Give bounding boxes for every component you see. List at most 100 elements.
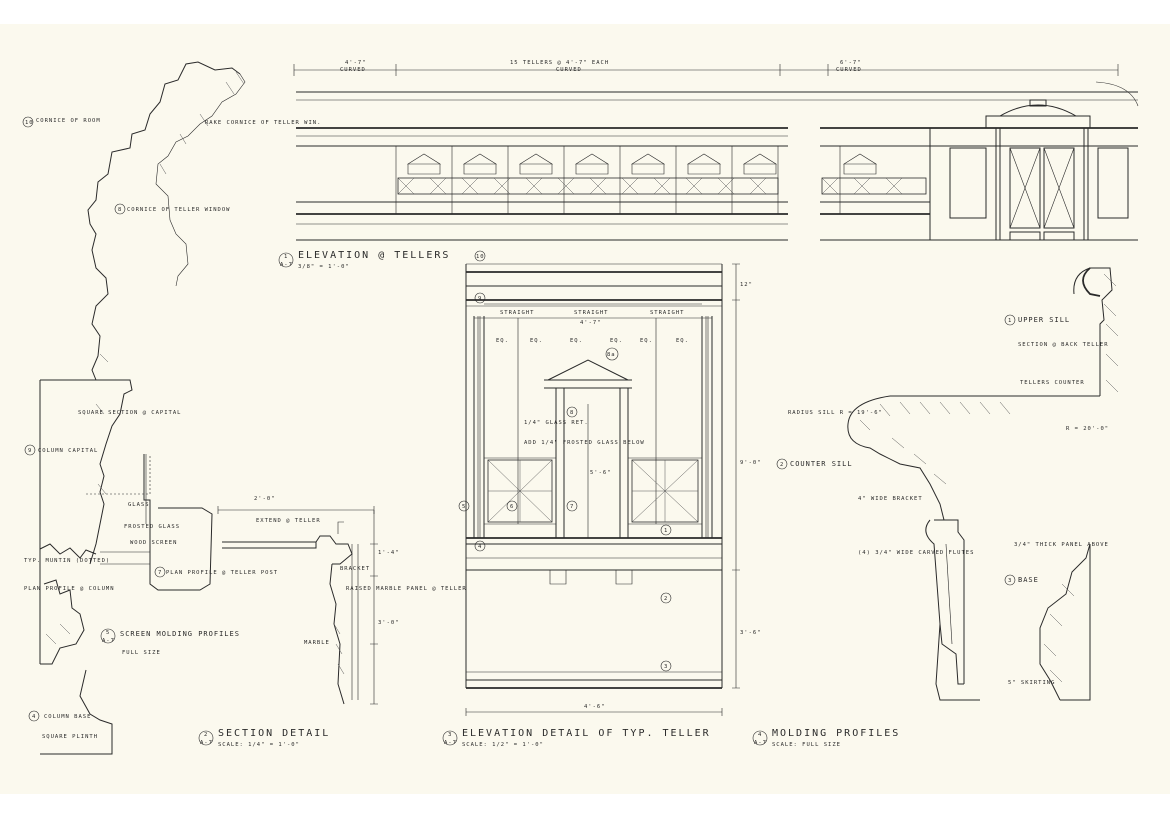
center-dim: 5'-6" <box>590 470 612 476</box>
right-dim-3: 3'-6" <box>740 630 762 636</box>
elevation-tellers-title: ELEVATION @ TELLERS <box>298 250 450 261</box>
section-detail-ref-circle <box>198 730 214 746</box>
elevation-callout-3: 3 <box>664 664 668 670</box>
molding-item-2-circle <box>776 458 788 470</box>
note-radius-r20: R = 20'-0" <box>1066 426 1109 432</box>
callout-9-circle <box>24 444 36 456</box>
dim-center-note: CURVED <box>556 67 582 73</box>
eq-label-6: EQ. <box>676 338 689 344</box>
eq-label-4: EQ. <box>610 338 623 344</box>
label-glass: GLASS <box>128 502 150 508</box>
teller-balusters <box>395 146 841 214</box>
callout-7-circle-b <box>566 500 578 512</box>
molding-profiles-drawing <box>847 267 1119 701</box>
elevation-callout-7: 7 <box>570 504 574 510</box>
elevation-tellers-scale: 3/8" = 1'-0" <box>298 264 350 270</box>
dim-center: 15 TELLERS @ 4'-7" EACH <box>510 60 609 66</box>
section-detail-sheet-ref: A-7 <box>200 740 213 746</box>
section-detail-labels: GLASS FROSTED GLASS WOOD SCREEN 2'-0" EX… <box>124 496 467 748</box>
elevation-callout-8a: 8a <box>607 352 616 358</box>
elevation-tellers-ref-circle <box>278 252 294 268</box>
screen-molding-sheet-ref: A-7 <box>102 638 115 644</box>
section-detail-title: SECTION DETAIL <box>218 728 330 739</box>
elevation-detail-drawing <box>465 263 740 716</box>
elevation-callout-1: 1 <box>664 528 668 534</box>
elevation-callout-2: 2 <box>664 596 668 602</box>
callout-8-circle <box>114 203 126 215</box>
elevation-tellers-labels: 4'-7" CURVED 15 TELLERS @ 4'-7" EACH CUR… <box>278 60 861 270</box>
screen-molding-number: 5 <box>106 630 110 636</box>
molding-item-1-label: UPPER SILL <box>1018 316 1070 324</box>
dim-left-note: CURVED <box>340 67 366 73</box>
callout-4-circle-b <box>474 540 486 552</box>
elevation-detail-number: 3 <box>448 732 452 738</box>
elevation-detail-labels: STRAIGHT STRAIGHT STRAIGHT 4'-7" EQ. EQ.… <box>442 250 762 748</box>
teller-grilles <box>397 177 927 195</box>
elevation-callout-10: 10 <box>476 254 485 260</box>
callout-8: 8 <box>118 207 122 213</box>
drawing-sheet: 10 CORNICE OF ROOM 8 CORNICE OF TELLER W… <box>0 24 1170 794</box>
section-detail-drawing <box>145 454 378 705</box>
label-column-capital: COLUMN CAPITAL <box>38 448 98 454</box>
elevation-callout-4: 4 <box>478 544 482 550</box>
note-section-back-teller: SECTION @ BACK TELLER <box>1018 342 1109 348</box>
label-bracket: BRACKET <box>340 566 370 572</box>
section-dim-top: 2'-0" <box>254 496 276 502</box>
callout-9-circle-b <box>474 292 486 304</box>
label-square-section-capital: SQUARE SECTION @ CAPITAL <box>78 410 181 416</box>
elevation-callout-8: 8 <box>570 410 574 416</box>
eq-label-5: EQ. <box>640 338 653 344</box>
screen-molding-ref-circle <box>100 628 116 644</box>
drawing-canvas: 10 CORNICE OF ROOM 8 CORNICE OF TELLER W… <box>22 60 1139 755</box>
callout-10-circle <box>22 116 34 128</box>
elevation-tellers-sheet-ref: A-7 <box>280 262 293 268</box>
molding-item-3-label: BASE <box>1018 576 1039 584</box>
elevation-tellers-drawing <box>293 64 1139 241</box>
elevation-detail-ref-circle <box>442 730 458 746</box>
note-bracket: 4" WIDE BRACKET <box>858 496 923 502</box>
elevation-detail-scale: SCALE: 1/2" = 1'-0" <box>462 742 544 748</box>
teller-pediments <box>406 153 878 175</box>
callout-10-circle-b <box>474 250 486 262</box>
elevation-tellers-number: 1 <box>284 254 288 260</box>
label-plan-profile-teller-post: PLAN PROFILE @ TELLER POST <box>166 570 278 576</box>
callout-5-circle-b <box>458 500 470 512</box>
bottom-dim: 4'-6" <box>584 704 606 710</box>
bay-label-2: STRAIGHT <box>574 310 609 316</box>
label-wood-screen: WOOD SCREEN <box>130 540 177 546</box>
dim-left: 4'-7" <box>345 60 367 66</box>
label-plan-profile-column: PLAN PROFILE @ COLUMN <box>24 586 115 592</box>
screen-molding-labels: 10 CORNICE OF ROOM 8 CORNICE OF TELLER W… <box>22 116 320 740</box>
bay-label-1: STRAIGHT <box>500 310 535 316</box>
eq-label-2: EQ. <box>530 338 543 344</box>
label-frosted-glass: FROSTED GLASS <box>124 524 180 530</box>
screen-molding-profile-drawing <box>39 61 246 755</box>
eq-label-3: EQ. <box>570 338 583 344</box>
elevation-callout-5: 5 <box>462 504 466 510</box>
bay-dim: 4'-7" <box>580 320 602 326</box>
label-cornice-of-teller-window: CORNICE OF TELLER WINDOW <box>127 207 230 213</box>
elevation-callout-6: 6 <box>510 504 514 510</box>
note-panel: 3/4" THICK PANEL ABOVE <box>1014 542 1109 548</box>
screen-molding-title: SCREEN MOLDING PROFILES <box>120 630 240 638</box>
molding-profiles-labels: 1 UPPER SILL SECTION @ BACK TELLER TELLE… <box>752 314 1109 748</box>
elevation-detail-title: ELEVATION DETAIL OF TYP. TELLER <box>462 728 711 739</box>
right-dim-1: 12" <box>740 282 753 288</box>
molding-profiles-sheet-ref: A-7 <box>754 740 767 746</box>
molding-profiles-ref-circle <box>752 730 768 746</box>
elevation-detail-sheet-ref: A-7 <box>444 740 457 746</box>
callout-4: 4 <box>32 714 36 720</box>
screen-molding-scale: FULL SIZE <box>122 650 161 656</box>
label-column-base: COLUMN BASE <box>44 714 91 720</box>
callout-1-circle-b <box>660 524 672 536</box>
molding-item-1-circle <box>1004 314 1016 326</box>
molding-profiles-number: 4 <box>758 732 762 738</box>
molding-item-2-num: 2 <box>780 462 784 468</box>
molding-item-2-label: COUNTER SILL <box>790 460 853 468</box>
label-raised-marble: RAISED MARBLE PANEL @ TELLER <box>346 586 467 592</box>
callout-6-circle-b <box>506 500 518 512</box>
callout-8-circle-b <box>566 406 578 418</box>
callout-7: 7 <box>158 570 162 576</box>
section-detail-scale: SCALE: 1/4" = 1'-0" <box>218 742 300 748</box>
note-tellers-counter: TELLERS COUNTER <box>1020 380 1085 386</box>
